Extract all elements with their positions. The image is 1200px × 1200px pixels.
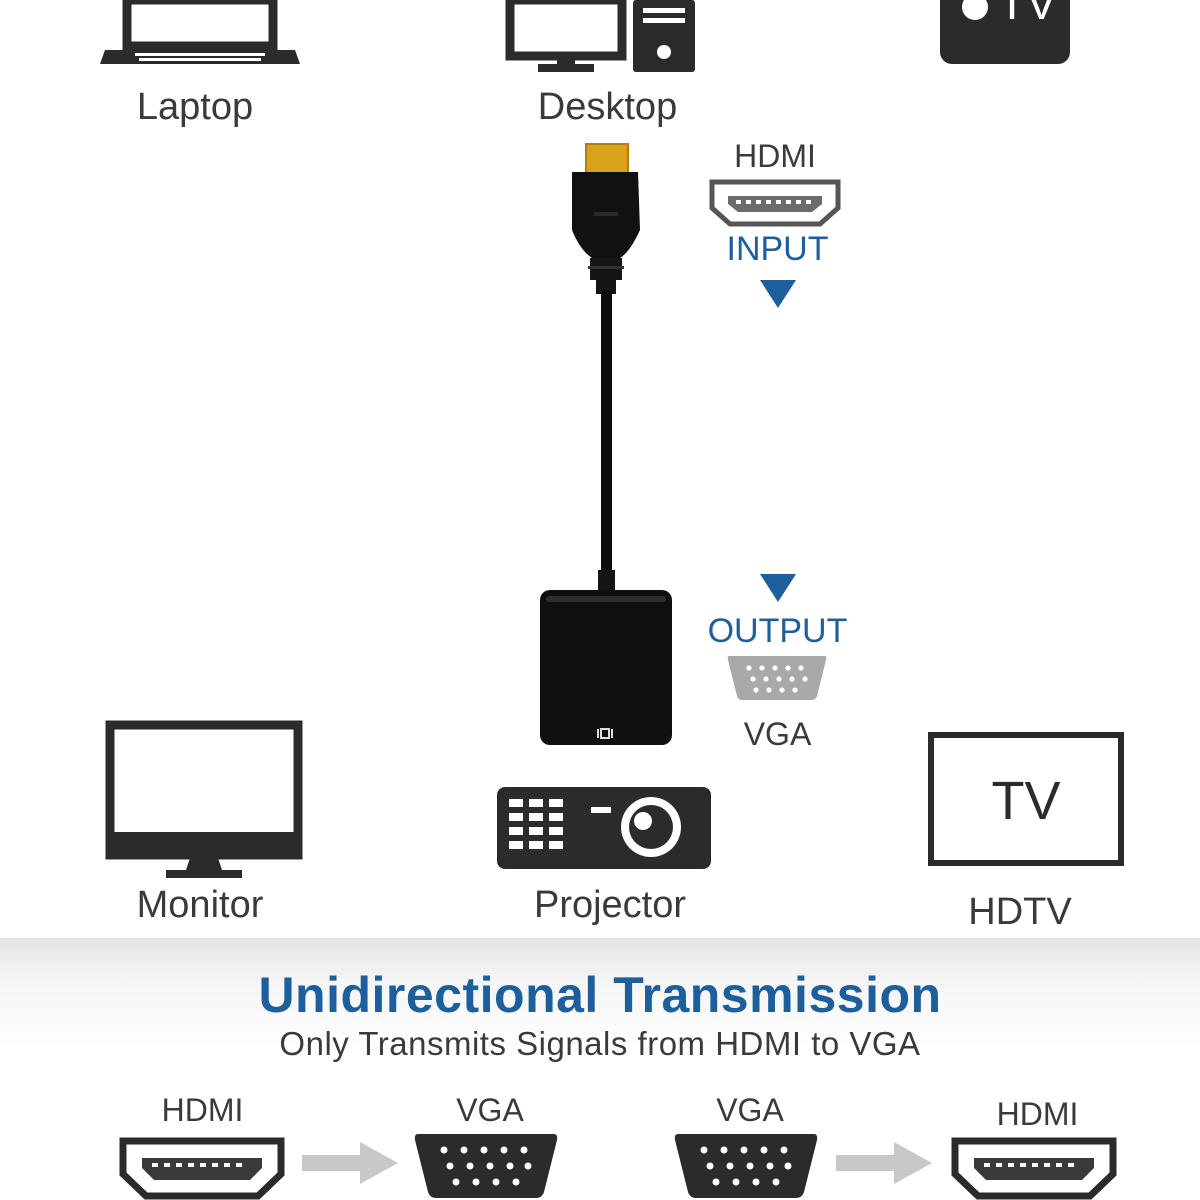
right-arrow-icon (836, 1142, 932, 1184)
projector-icon (497, 787, 711, 869)
hdmi-port-icon (709, 179, 841, 227)
output-label: OUTPUT (707, 612, 848, 650)
apple-logo-icon (962, 0, 988, 20)
vga-port-icon (414, 1134, 558, 1198)
output-port-label: VGA (743, 716, 812, 752)
hdmi-port-icon (951, 1137, 1117, 1200)
transmission-title: Unidirectional Transmission (258, 967, 942, 1023)
vga-port-icon (727, 656, 827, 700)
pair2-to-label: HDMI (996, 1096, 1079, 1132)
pair2-from-label: VGA (716, 1092, 784, 1128)
desktop-label: Desktop (537, 86, 678, 128)
appletv-text: TV (998, 0, 1057, 29)
laptop-icon (100, 0, 300, 64)
hdtv-screen-text: TV (991, 771, 1061, 831)
hdtv-icon (928, 732, 1124, 866)
monitor-label: Monitor (136, 884, 264, 926)
hdmi-port-icon (119, 1137, 285, 1200)
transmission-subtitle: Only Transmits Signals from HDMI to VGA (279, 1025, 921, 1062)
laptop-label: Laptop (136, 86, 254, 128)
projector-label: Projector (533, 884, 687, 926)
input-label: INPUT (726, 230, 829, 268)
right-arrow-icon (302, 1142, 398, 1184)
down-arrow-icon (760, 574, 796, 602)
vga-port-icon (674, 1134, 818, 1198)
desktop-icon (505, 0, 695, 72)
input-port-label: HDMI (734, 138, 816, 174)
appletv-icon: TV (940, 0, 1070, 64)
hdtv-label: HDTV (968, 891, 1072, 933)
hdmi-vga-adapter-icon (540, 143, 672, 745)
pair1-from-label: HDMI (161, 1092, 244, 1128)
monitor-icon (105, 720, 303, 878)
pair1-to-label: VGA (456, 1092, 524, 1128)
down-arrow-icon (760, 280, 796, 308)
